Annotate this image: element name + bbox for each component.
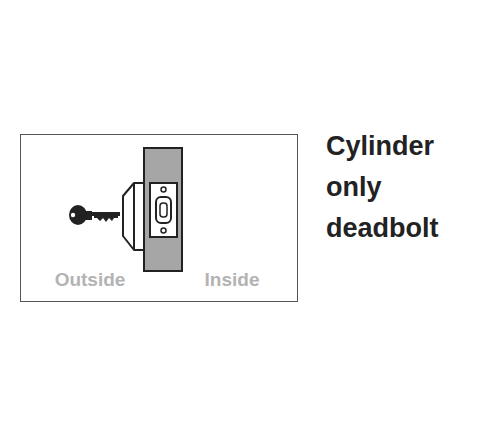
side-label: Outside [55, 269, 126, 291]
cylinder [123, 183, 144, 250]
faceplate [150, 183, 177, 237]
cylinder-edge [133, 183, 135, 250]
key [69, 205, 120, 225]
title: Cylinder only deadbolt [326, 126, 476, 249]
door-edge [144, 148, 182, 271]
bolt-inner [160, 203, 167, 217]
bolt [156, 197, 171, 223]
illustration-frame: Outside Inside [20, 134, 298, 302]
side-label: Inside [205, 269, 260, 291]
screw [161, 228, 166, 233]
screw [161, 187, 166, 192]
